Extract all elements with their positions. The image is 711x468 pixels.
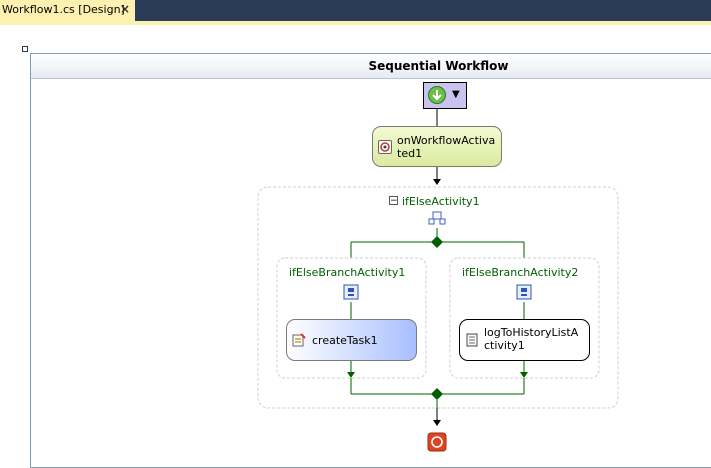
- ifelse-header[interactable]: − ifElseActivity1: [389, 195, 480, 209]
- collapse-icon[interactable]: −: [389, 196, 398, 206]
- connector-arrow: [433, 179, 441, 185]
- chevron-down-icon[interactable]: ▼: [452, 89, 460, 100]
- task-icon: [292, 333, 306, 347]
- close-icon[interactable]: ×: [120, 2, 131, 16]
- selection-grip-handle[interactable]: [22, 46, 28, 52]
- ifelse-container: [257, 186, 619, 409]
- tab-workflow1-design[interactable]: Workflow1.cs [Design] ×: [0, 0, 135, 21]
- tab-title: Workflow1.cs [Design]: [2, 3, 125, 16]
- arrow-down-icon: [428, 86, 446, 104]
- activity-label: onWorkflowActivated1: [397, 134, 496, 160]
- workflow-header: Sequential Workflow: [31, 54, 711, 79]
- activity-createtask1[interactable]: createTask1: [286, 319, 417, 361]
- branch1-label[interactable]: ifElseBranchActivity1: [289, 266, 406, 279]
- ifelse-label: ifElseActivity1: [402, 195, 480, 208]
- log-icon: [465, 333, 479, 347]
- connector-arrow: [520, 372, 528, 378]
- activity-label: createTask1: [312, 334, 378, 347]
- branch-merge-diamond: [431, 388, 443, 400]
- activity-logtohistorylistactivity1[interactable]: logToHistoryListActivity1: [459, 319, 590, 361]
- branch2-label[interactable]: ifElseBranchActivity2: [462, 266, 579, 279]
- ifelse-branch-icon: [428, 211, 446, 225]
- event-icon: [378, 140, 392, 154]
- stop-icon[interactable]: [427, 432, 447, 452]
- document-tab-bar: Workflow1.cs [Design] ×: [0, 0, 711, 21]
- workflow-title: Sequential Workflow: [368, 59, 509, 73]
- workflow-start-node[interactable]: ▼: [423, 82, 467, 109]
- connector-arrow: [347, 372, 355, 378]
- branch2-container: [449, 257, 600, 379]
- branch1-container: [276, 257, 427, 379]
- tab-underline: [0, 21, 711, 25]
- activity-label: logToHistoryListActivity1: [484, 326, 579, 352]
- connector-arrow: [433, 420, 441, 426]
- sequence-icon: [343, 284, 359, 300]
- sequence-icon: [516, 284, 532, 300]
- activity-onworkflowactivated1[interactable]: onWorkflowActivated1: [372, 126, 502, 167]
